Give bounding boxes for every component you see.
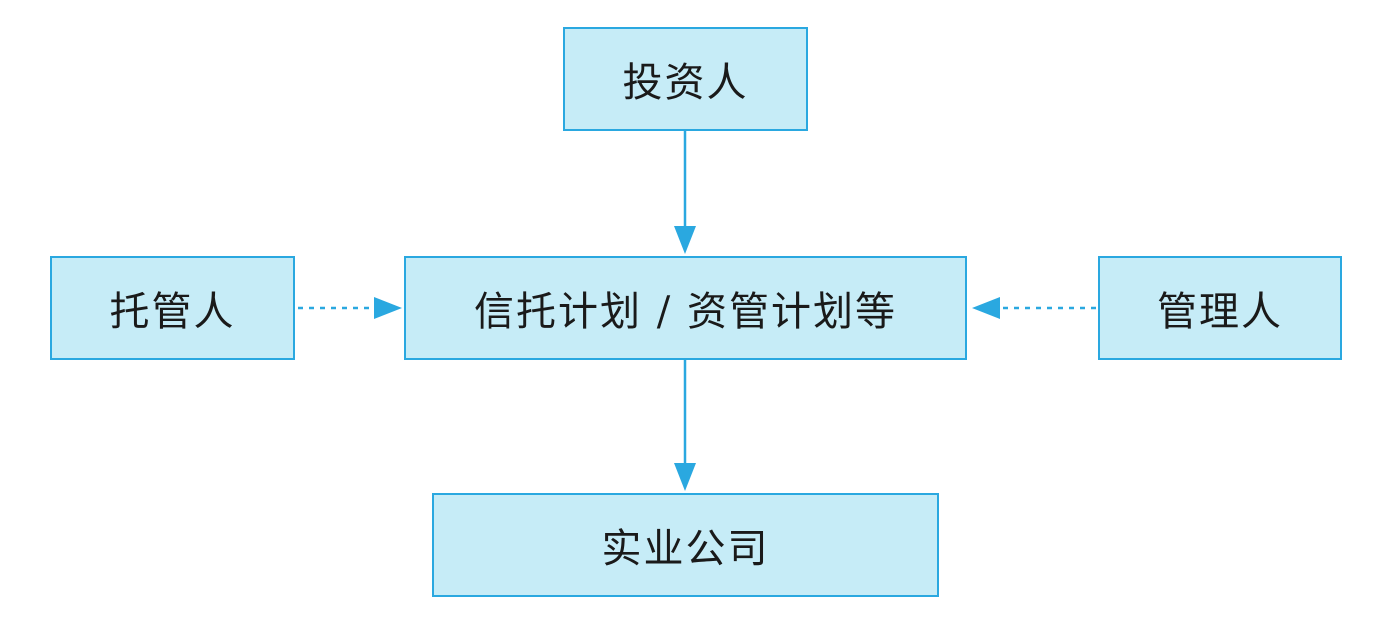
arrowhead-manager-to-plan [972, 297, 1000, 319]
node-manager-label: 管理人 [1157, 289, 1283, 335]
node-trust-plan: 信托计划 / 资管计划等 [404, 256, 967, 360]
node-custodian: 托管人 [50, 256, 295, 360]
arrowhead-custodian-to-plan [374, 297, 402, 319]
node-custodian-label: 托管人 [109, 289, 236, 335]
node-company-label: 实业公司 [601, 526, 770, 572]
node-investor-label: 投资人 [622, 60, 749, 106]
node-trust-plan-label: 信托计划 / 资管计划等 [474, 289, 897, 335]
node-investor: 投资人 [563, 27, 808, 131]
node-company: 实业公司 [432, 493, 939, 597]
arrowhead-investor-to-plan [674, 226, 696, 254]
node-manager: 管理人 [1098, 256, 1342, 360]
arrowhead-plan-to-company [674, 463, 696, 491]
